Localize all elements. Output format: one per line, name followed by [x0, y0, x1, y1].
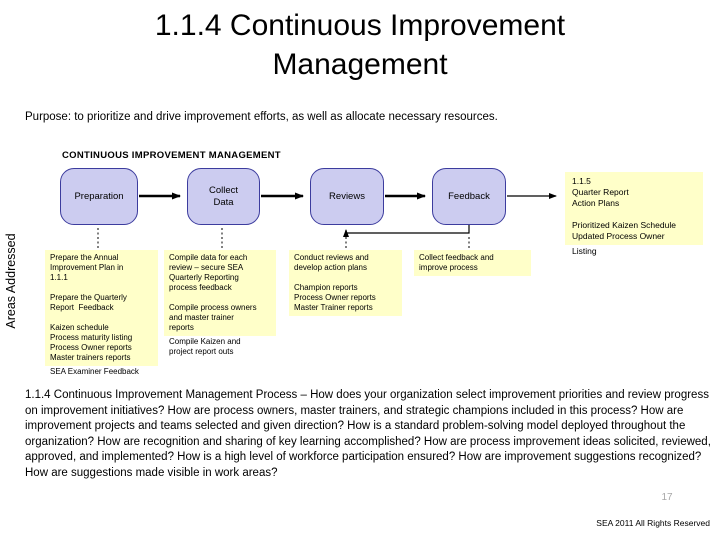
process-box-collect-data: Collect Data: [187, 168, 260, 225]
notes-reviews: Conduct reviews and develop action plans…: [289, 250, 402, 317]
note-overflow: Listing: [572, 246, 597, 256]
process-box-reviews: Reviews: [310, 168, 384, 225]
process-box-preparation: Preparation: [60, 168, 138, 225]
highlighted-note: Collect feedback and improve process: [414, 250, 531, 276]
copyright-footer: SEA 2011 All Rights Reserved: [596, 518, 710, 528]
notes-collect-data: Compile data for each review – secure SE…: [164, 250, 276, 357]
feedback-loop-to-reviews: [343, 225, 470, 237]
output-note-1-1-5: 1.1.5 Quarter Report Action Plans Priori…: [565, 172, 703, 257]
note-overflow: [289, 316, 402, 317]
purpose-statement: Purpose: to prioritize and drive improve…: [25, 111, 498, 123]
notes-feedback: Collect feedback and improve process: [414, 250, 531, 277]
highlighted-note: Compile data for each review – secure SE…: [164, 250, 276, 336]
process-box-feedback: Feedback: [432, 168, 506, 225]
areas-addressed-label: Areas Addressed: [4, 233, 18, 329]
page-number: 17: [661, 492, 673, 503]
notes-preparation: Prepare the Annual Improvement Plan in 1…: [45, 250, 158, 377]
note-overflow: [414, 276, 531, 277]
note-overflow: SEA Examiner Feedback: [50, 367, 139, 376]
highlighted-note: Conduct reviews and develop action plans…: [289, 250, 402, 316]
highlighted-note: 1.1.5 Quarter Report Action Plans Priori…: [565, 172, 703, 245]
body-paragraph: 1.1.4 Continuous Improvement Management …: [25, 389, 711, 479]
diagram-title: CONTINUOUS IMPROVEMENT MANAGEMENT: [62, 150, 281, 161]
slide-title: 1.1.4 Continuous Improvement Management: [154, 9, 566, 81]
highlighted-note: Prepare the Annual Improvement Plan in 1…: [45, 250, 158, 366]
note-overflow: Compile Kaizen and project report outs: [169, 337, 241, 356]
